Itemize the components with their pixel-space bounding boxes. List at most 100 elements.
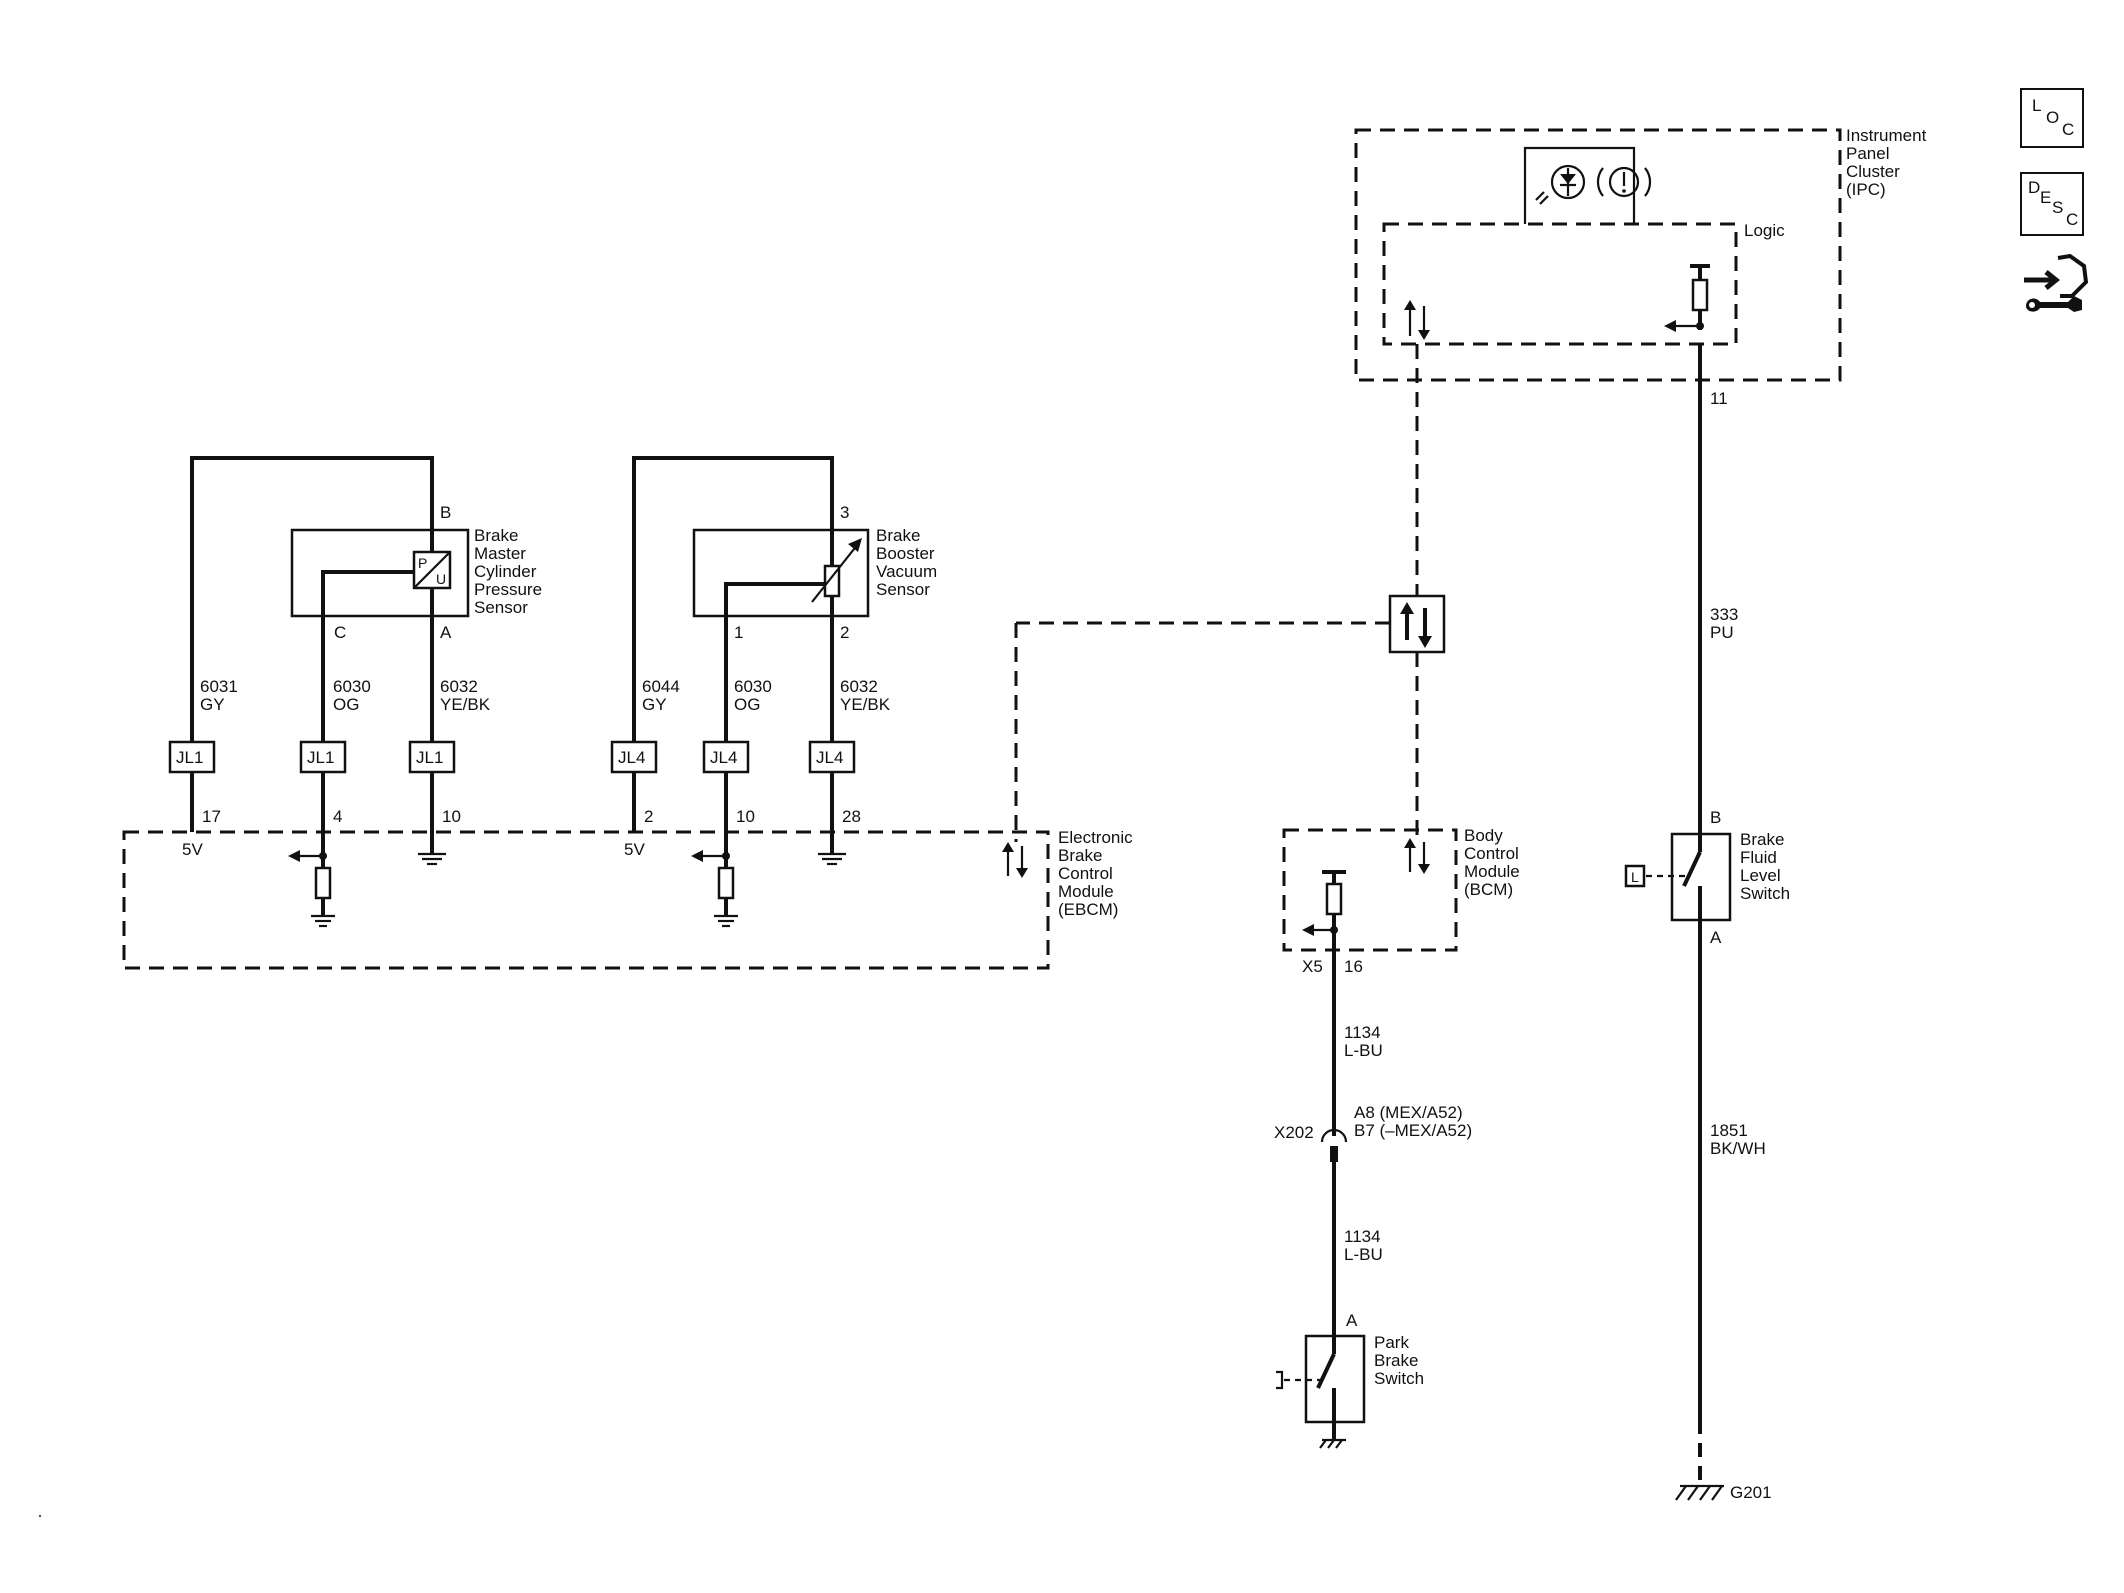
- wire-6030a-color: OG: [333, 695, 359, 714]
- ebcm-pin-10b: 10: [736, 807, 755, 826]
- fluid-switch-label-2: Fluid: [1740, 848, 1777, 867]
- fluid-switch-pin-a: A: [1710, 928, 1722, 947]
- instrument-panel-cluster: Instrument Panel Cluster (IPC) Logic: [1354, 126, 1927, 382]
- scan-speck: [38, 1514, 42, 1518]
- junction-jl1-6032: JL1: [408, 740, 456, 774]
- bcm-label-4: (BCM): [1464, 880, 1513, 899]
- wire-6044-color: GY: [642, 695, 667, 714]
- junction-jl4-6032: JL4: [808, 740, 856, 774]
- wire-333-color: PU: [1710, 623, 1734, 642]
- park-brake-label-2: Brake: [1374, 1351, 1418, 1370]
- electronic-brake-control-module: Electronic Brake Control Module (EBCM): [122, 828, 1133, 970]
- bcm-pull-up-resistor: [1302, 870, 1346, 950]
- bcm-pin-16: 16: [1344, 957, 1363, 976]
- wire-333-circuit: 333: [1710, 605, 1738, 624]
- pull-up-resistor: [1664, 264, 1710, 332]
- ebcm-label-4: Module: [1058, 882, 1114, 901]
- park-brake-label-1: Park: [1374, 1333, 1409, 1352]
- ebcm-label-1: Electronic: [1058, 828, 1133, 847]
- wire-6030a-circuit: 6030: [333, 677, 371, 696]
- brake-master-cylinder-pressure-sensor: P U B C A Brake Master Cylinder Pressure…: [190, 456, 542, 742]
- ebcm-ground-a: [418, 852, 446, 866]
- wire-1134a-color: L-BU: [1344, 1041, 1383, 1060]
- bbv-pin-2: 2: [840, 623, 849, 642]
- description-view-button[interactable]: D E S C: [2020, 172, 2084, 236]
- ipc-label-3: Cluster: [1846, 162, 1900, 181]
- ebcm-5v-ref-a: 5V: [182, 840, 203, 859]
- body-control-module: Body Control Module (BCM): [1282, 826, 1520, 952]
- bmc-label-5: Sensor: [474, 598, 528, 617]
- bbv-pin-3: 3: [840, 503, 849, 522]
- wire-6032b-circuit: 6032: [840, 677, 878, 696]
- transducer-p-glyph: P: [418, 555, 427, 571]
- logic-label: Logic: [1744, 221, 1785, 240]
- park-brake-switch: [1276, 1334, 1366, 1449]
- ebcm-5v-ref-b: 5V: [624, 840, 645, 859]
- wire-1851-circuit: 1851: [1710, 1121, 1748, 1140]
- wire-6032b-color: YE/BK: [840, 695, 891, 714]
- serial-data-splice-pack: [1388, 594, 1446, 654]
- x202-cavity-1: A8 (MEX/A52): [1354, 1103, 1463, 1122]
- ebcm-label-3: Control: [1058, 864, 1113, 883]
- wire-6031-color: GY: [200, 695, 225, 714]
- fluid-switch-pin-b: B: [1710, 808, 1721, 827]
- ebcm-pin-2: 2: [644, 807, 653, 826]
- junction-jl1-6031: JL1: [168, 740, 216, 774]
- ipc-pin-11: 11: [1710, 389, 1728, 408]
- desc-glyph-d: D: [2028, 178, 2041, 197]
- ebcm-pin-17: 17: [202, 807, 221, 826]
- bbv-label-3: Vacuum: [876, 562, 937, 581]
- inline-connector-x202: [1320, 1128, 1348, 1162]
- transducer-u-glyph: U: [436, 571, 446, 587]
- wire-6032a-color: YE/BK: [440, 695, 491, 714]
- wire-1134b-color: L-BU: [1344, 1245, 1383, 1264]
- junction-label: JL4: [816, 748, 843, 767]
- bbv-pin-1: 1: [734, 623, 743, 642]
- ipc-label-1: Instrument: [1846, 126, 1927, 145]
- bbv-label-2: Booster: [876, 544, 935, 563]
- bmc-label-3: Cylinder: [474, 562, 537, 581]
- desc-glyph-s: S: [2052, 198, 2064, 217]
- ebcm-serial-data-arrows-icon: [1002, 842, 1028, 878]
- ebcm-label-5: (EBCM): [1058, 900, 1118, 919]
- fluid-switch-label-4: Switch: [1740, 884, 1790, 903]
- junction-jl4-6030: JL4: [702, 740, 750, 774]
- wire-6032a-circuit: 6032: [440, 677, 478, 696]
- bmc-label-4: Pressure: [474, 580, 542, 599]
- ebcm-pin-4: 4: [333, 807, 342, 826]
- ipc-label-4: (IPC): [1846, 180, 1886, 199]
- brake-booster-vacuum-sensor: 3 1 2 Brake Booster Vacuum Sensor: [632, 456, 937, 742]
- junction-label: JL1: [416, 748, 443, 767]
- brake-warning-indicator-icon: [1523, 146, 1652, 224]
- loc-glyph-c: C: [2062, 120, 2075, 139]
- loc-glyph-o: O: [2046, 108, 2060, 127]
- wrench-hand-icon[interactable]: [2020, 252, 2092, 328]
- fluid-switch-label-1: Brake: [1740, 830, 1784, 849]
- fluid-switch-label-3: Level: [1740, 866, 1781, 885]
- bmc-pin-c: C: [334, 623, 346, 642]
- bcm-serial-data-arrows-icon: [1404, 838, 1430, 874]
- location-view-button[interactable]: L O C: [2020, 88, 2084, 148]
- fluid-switch-mech-glyph: L: [1631, 869, 1639, 885]
- bmc-pin-b: B: [440, 503, 451, 522]
- junction-label: JL1: [307, 748, 334, 767]
- brake-fluid-level-switch: [1624, 832, 1732, 922]
- wire-1134a-circuit: 1134: [1344, 1023, 1381, 1042]
- park-brake-pin-a: A: [1346, 1311, 1358, 1330]
- wire-1134b-circuit: 1134: [1344, 1227, 1381, 1246]
- bcm-label-2: Control: [1464, 844, 1519, 863]
- junction-jl4-6044: JL4: [610, 740, 658, 774]
- bcm-label-1: Body: [1464, 826, 1503, 845]
- bcm-label-3: Module: [1464, 862, 1520, 881]
- bbv-label-4: Sensor: [876, 580, 930, 599]
- bbv-label-1: Brake: [876, 526, 920, 545]
- x202-name: X202: [1274, 1123, 1314, 1142]
- wire-6030b-color: OG: [734, 695, 760, 714]
- bcm-connector-x5: X5: [1302, 957, 1323, 976]
- ebcm-label-2: Brake: [1058, 846, 1102, 865]
- ebcm-pin-10a: 10: [442, 807, 461, 826]
- ebcm-pin-28: 28: [842, 807, 861, 826]
- desc-glyph-e: E: [2040, 188, 2052, 207]
- splice-pack-arrows-icon: [1400, 602, 1432, 648]
